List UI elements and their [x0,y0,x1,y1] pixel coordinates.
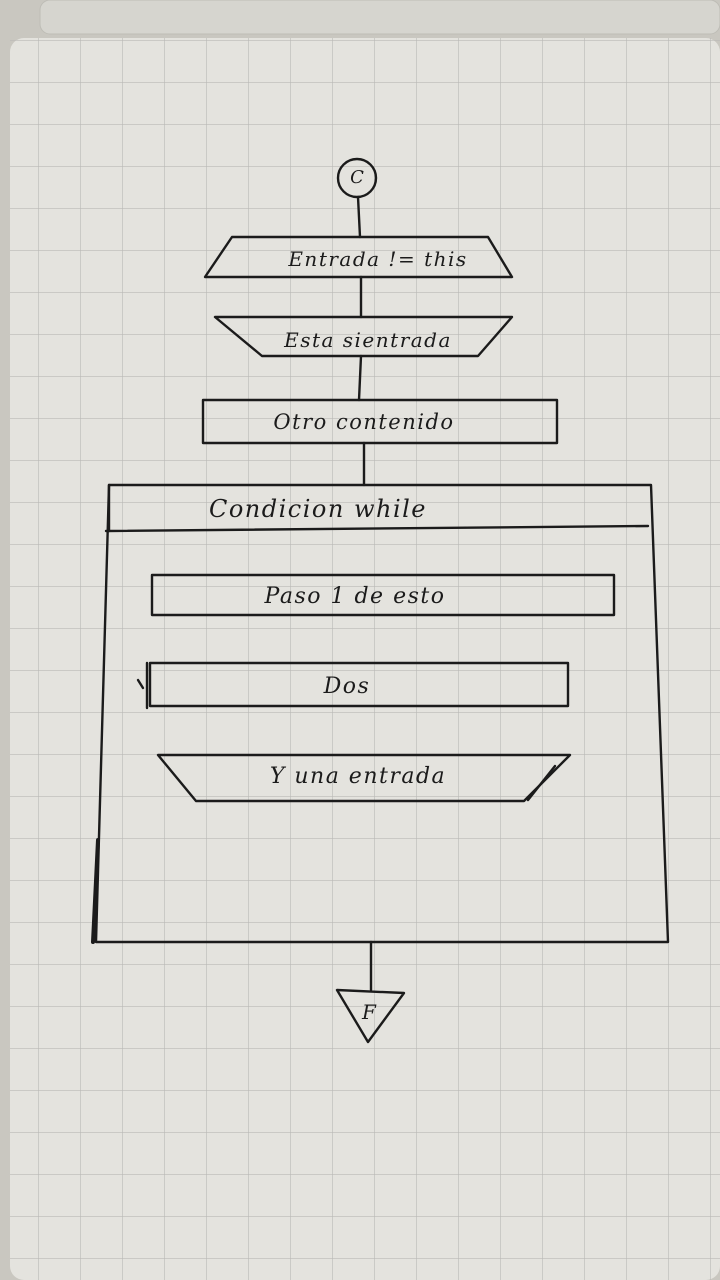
loop-output-label: Y una entrada [269,764,447,789]
loop-output-mark [526,764,557,802]
output-shape-1 [213,315,514,358]
start-connector-label: C [350,167,364,188]
input-shape-1 [203,235,514,279]
loop-step-box-2 [148,661,570,708]
loop-output-shape [156,753,572,803]
loop-step-2-mark [136,678,145,690]
connector-line [356,195,362,239]
connector-line [357,354,363,402]
process-1-label: Otro contenido [273,410,455,434]
loop-step-1-label: Paso 1 de esto [264,584,446,609]
end-connector [335,988,406,1044]
input-1-label: Entrada != this [288,247,468,271]
loop-step-box-1 [150,573,616,617]
output-1-label: Esta sientrada [284,328,452,352]
grid-lines [10,38,720,1280]
top-strip [39,0,720,35]
process-box-1 [201,398,559,445]
while-loop-box [94,483,670,944]
while-condition-divider [104,524,650,533]
loop-step-2-label: Dos [323,674,371,699]
end-connector-label: F [362,1000,376,1024]
loop-condition-label: Condicion while [208,495,428,523]
loop-left-edge-heavy [91,838,100,944]
